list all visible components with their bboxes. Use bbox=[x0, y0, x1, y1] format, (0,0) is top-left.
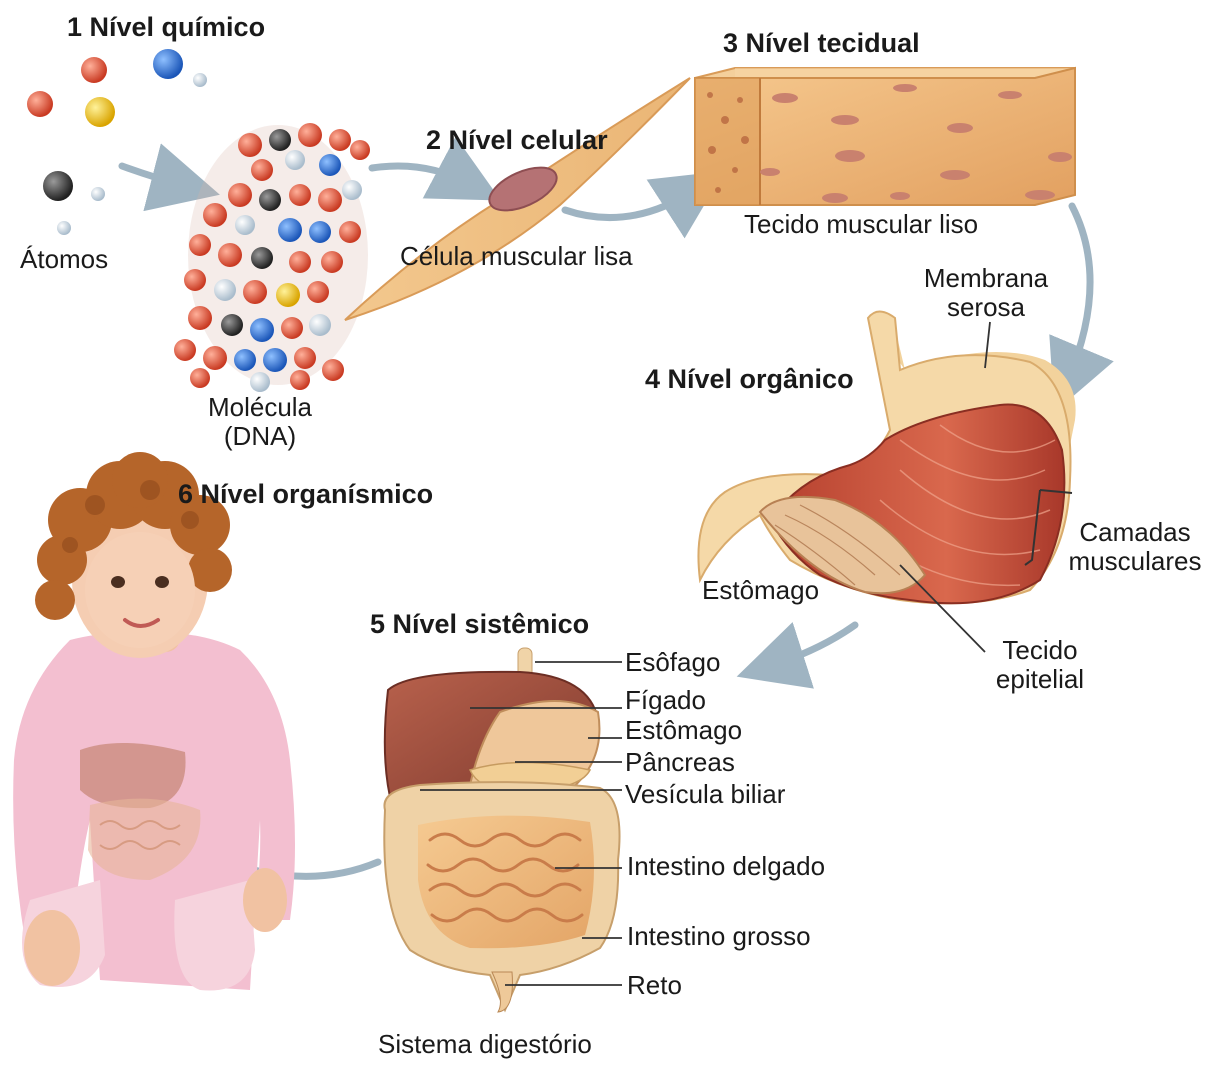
serosa-label: Membrana serosa bbox=[900, 264, 1072, 322]
organ-label-stomach: Estômago bbox=[625, 716, 742, 745]
level-2-title: 2 Nível celular bbox=[426, 125, 608, 155]
organ-label-esophagus: Esôfago bbox=[625, 648, 720, 677]
organ-label-rectum: Reto bbox=[627, 971, 682, 1000]
smooth-muscle-tissue-illustration bbox=[695, 68, 1075, 205]
stomach-label: Estômago bbox=[702, 576, 819, 605]
serosa-label-line1: Membrana bbox=[900, 264, 1072, 293]
epithelial-line1: Tecido bbox=[975, 636, 1105, 665]
serosa-label-line2: serosa bbox=[900, 293, 1072, 322]
molecule-label-line2: (DNA) bbox=[190, 422, 330, 451]
organ-label-liver: Fígado bbox=[625, 686, 706, 715]
muscle-layers-line2: musculares bbox=[1055, 547, 1215, 576]
arrow-molecule-to-cell bbox=[372, 166, 470, 184]
organ-label-large-intestine: Intestino grosso bbox=[627, 922, 811, 951]
arrow-cell-to-tissue bbox=[565, 190, 695, 218]
cell-label: Célula muscular lisa bbox=[400, 242, 633, 271]
muscle-layers-label: Camadas musculares bbox=[1055, 518, 1215, 576]
arrow-atoms-to-molecule bbox=[122, 166, 186, 186]
epithelial-line2: epitelial bbox=[975, 665, 1105, 694]
level-3-title: 3 Nível tecidual bbox=[723, 28, 920, 58]
molecule-label: Molécula (DNA) bbox=[190, 393, 330, 451]
dna-molecule-illustration bbox=[174, 123, 370, 392]
child-organism-illustration bbox=[13, 452, 295, 991]
tissue-label: Tecido muscular liso bbox=[744, 210, 978, 239]
organ-label-small-intestine: Intestino delgado bbox=[627, 852, 825, 881]
smooth-muscle-cell-illustration bbox=[345, 78, 690, 320]
muscle-layers-line1: Camadas bbox=[1055, 518, 1215, 547]
atoms-label: Átomos bbox=[20, 245, 108, 274]
level-4-title: 4 Nível orgânico bbox=[645, 364, 854, 394]
molecule-label-line1: Molécula bbox=[190, 393, 330, 422]
atoms-illustration bbox=[27, 49, 207, 235]
level-1-title: 1 Nível químico bbox=[67, 12, 265, 42]
level-6-title: 6 Nível organísmico bbox=[178, 479, 433, 509]
digestive-system-illustration bbox=[384, 648, 622, 1012]
organ-label-gallbladder: Vesícula biliar bbox=[625, 780, 785, 809]
digestive-system-caption: Sistema digestório bbox=[378, 1030, 592, 1059]
epithelial-tissue-label: Tecido epitelial bbox=[975, 636, 1105, 694]
organ-label-pancreas: Pâncreas bbox=[625, 748, 735, 777]
arrow-organ-to-system bbox=[770, 625, 855, 666]
level-5-title: 5 Nível sistêmico bbox=[370, 609, 589, 639]
